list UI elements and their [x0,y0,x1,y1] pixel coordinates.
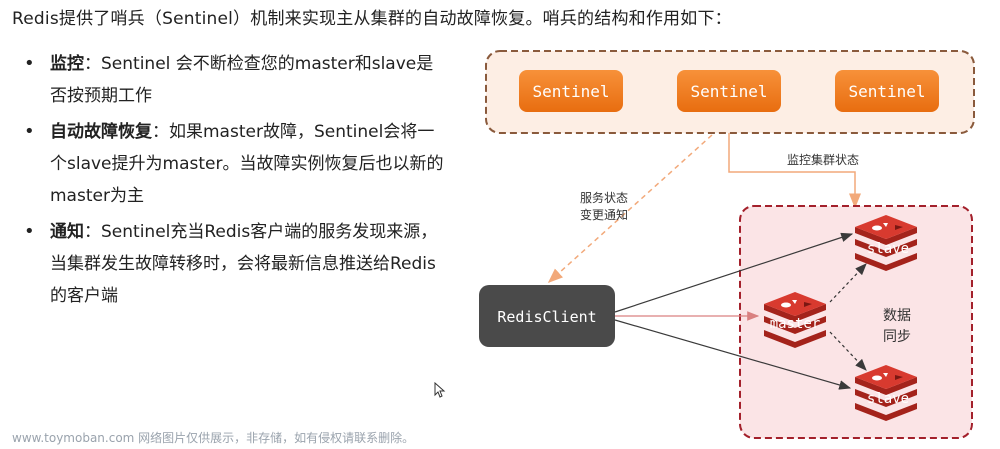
bullet-term: 自动故障恢复 [50,122,152,142]
bullet-term: 通知 [50,222,84,242]
bullet-sep: ： [84,222,101,242]
sync-arrow-bottom [829,331,867,371]
bullet-dot: • [24,121,35,142]
sentinel-label: Sentinel [690,82,767,101]
notify-label-line1: 服务状态 [580,190,628,205]
sentinel-label: Sentinel [848,82,925,101]
bullet-term: 监控 [50,54,84,74]
redis-slave-bottom: slave [855,365,917,421]
sentinel-node-3: Sentinel [835,70,939,112]
bullet-monitor: • 监控：Sentinel 会不断检查您的master和slave是否按预期工作 [24,48,444,112]
client-to-slave-top [614,232,854,313]
client-to-slave-bottom [614,319,852,390]
bullet-text: 如果master故障，Sentinel会将一个slave提升为master。当故… [50,122,444,206]
redis-slave-top: slave [855,215,917,271]
sentinel-label: Sentinel [532,82,609,101]
notify-label-line2: 变更通知 [580,207,628,222]
bullet-dot: • [24,221,35,242]
bullet-failover: • 自动故障恢复：如果master故障，Sentinel会将一个slave提升为… [24,116,444,212]
bullet-sep: ： [84,54,101,74]
notify-arrow [547,134,713,284]
slave-label: slave [867,391,909,407]
redis-logo-icon [855,215,917,271]
redis-logo-icon [764,292,826,348]
sync-label-line1: 数据 [883,308,911,324]
intro-text: Redis提供了哨兵（Sentinel）机制来实现主从集群的自动故障恢复。哨兵的… [12,9,732,29]
mouse-cursor-icon [434,382,446,398]
sentinel-node-1: Sentinel [519,70,623,112]
sync-arrow-top [829,263,867,303]
master-label: master [770,316,821,332]
bullet-text: Sentinel充当Redis客户端的服务发现来源，当集群发生故障转移时，会将最… [50,222,438,306]
sync-label-line2: 同步 [883,329,911,345]
sentinel-node-2: Sentinel [677,70,781,112]
bullet-list: • 监控：Sentinel 会不断检查您的master和slave是否按预期工作… [24,48,444,316]
slave-label: slave [867,241,909,257]
redis-client-node: RedisClient [479,285,615,347]
bullet-dot: • [24,53,35,74]
client-label: RedisClient [497,308,596,326]
redis-logo-icon [855,365,917,421]
bullet-text: Sentinel 会不断检查您的master和slave是否按预期工作 [50,54,434,106]
monitor-arrow [728,133,861,209]
watermark: www.toymoban.com 网络图片仅供展示，非存储，如有侵权请联系删除。 [12,431,415,445]
bullet-sep: ： [152,122,169,142]
monitor-label: 监控集群状态 [787,152,859,167]
bullet-notify: • 通知：Sentinel充当Redis客户端的服务发现来源，当集群发生故障转移… [24,216,444,312]
redis-master: master [764,292,826,348]
